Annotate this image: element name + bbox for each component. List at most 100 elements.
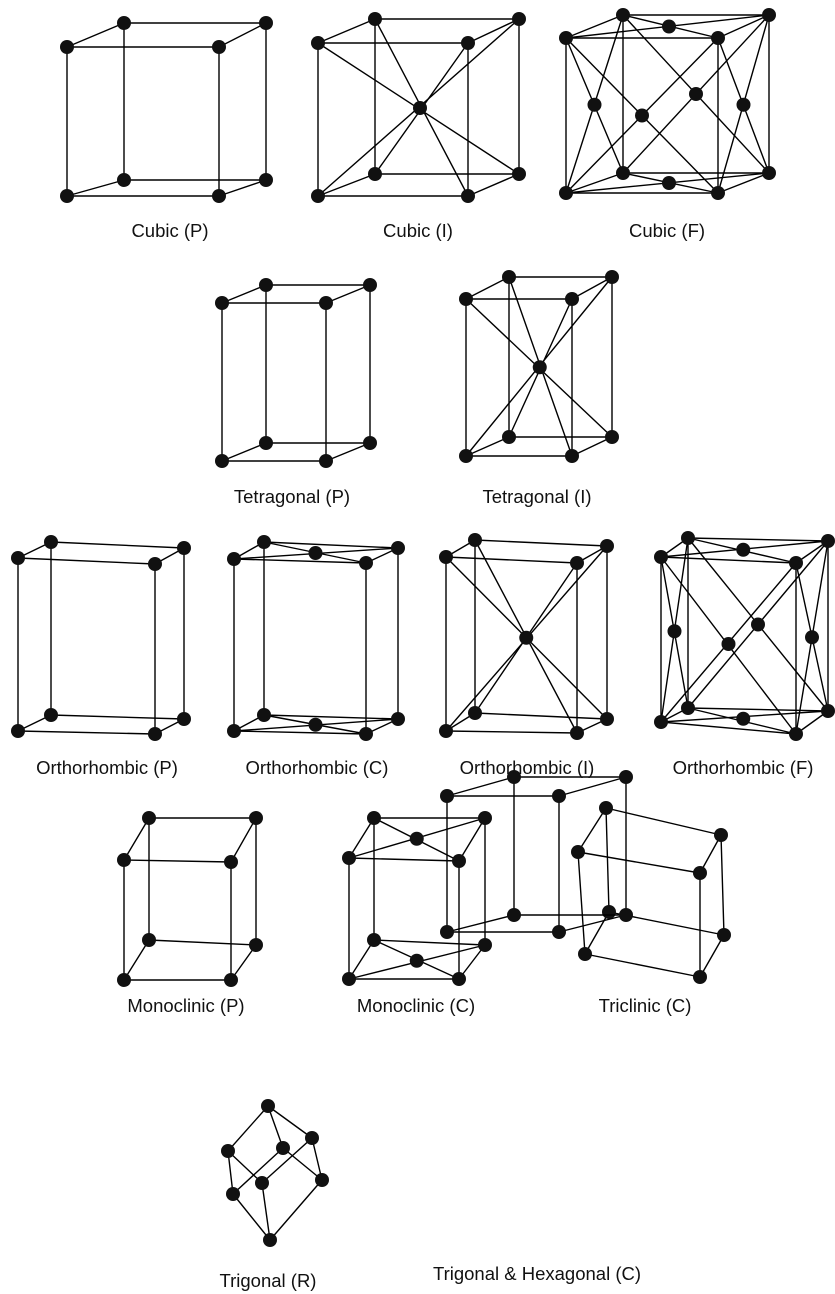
- cell-edge: [221, 442, 267, 462]
- label-cubic-p: Cubic (P): [131, 220, 208, 241]
- cell-edge: [221, 284, 267, 304]
- lattice-point: [571, 845, 585, 859]
- cell-edge: [261, 1182, 271, 1241]
- lattice-point: [599, 801, 613, 815]
- lattice-point: [224, 973, 238, 987]
- lattice-point: [342, 851, 356, 865]
- lattice-point: [736, 542, 751, 557]
- label-tetragonal-p: Tetragonal (P): [234, 486, 350, 507]
- cell-edge: [467, 173, 520, 197]
- cell-edge: [267, 1105, 313, 1139]
- lattice-point: [148, 557, 162, 571]
- cell-monoclinic-c: [342, 811, 492, 986]
- lattice-point: [363, 278, 377, 292]
- lattice-point: [391, 541, 405, 555]
- lattice-point: [762, 166, 776, 180]
- cell-edge: [230, 944, 257, 981]
- lattice-point: [311, 36, 325, 50]
- lattice-point: [215, 454, 229, 468]
- label-cubic-f: Cubic (F): [629, 220, 705, 241]
- label-trigonal-hexagonal-c: Trigonal & Hexagonal (C): [433, 1263, 641, 1284]
- cell-edge: [218, 22, 267, 48]
- lattice-point: [359, 556, 373, 570]
- lattice-point: [565, 449, 579, 463]
- cell-edge: [267, 1105, 284, 1149]
- cell-edge: [348, 939, 375, 980]
- lattice-point: [512, 167, 526, 181]
- lattice-point: [654, 715, 668, 729]
- cell-edge: [699, 834, 722, 874]
- cell-cubic-i: [311, 12, 526, 203]
- lattice-point: [570, 726, 584, 740]
- cell-edge: [348, 817, 375, 859]
- lattice-point: [559, 31, 573, 45]
- cell-edge: [233, 730, 367, 735]
- lattice-point: [468, 706, 482, 720]
- cell-tetragonal-i: [459, 270, 619, 463]
- lattice-point: [117, 973, 131, 987]
- lattice-point: [368, 12, 382, 26]
- cell-edge: [584, 911, 610, 955]
- cell-edge: [66, 179, 125, 197]
- lattice-point: [363, 436, 377, 450]
- cell-orthorhombic-p: [11, 535, 191, 741]
- lattice-point: [714, 828, 728, 842]
- cell-edge: [467, 18, 520, 44]
- cell-edge: [232, 1193, 271, 1241]
- lattice-point: [452, 854, 466, 868]
- cell-edge: [123, 859, 232, 863]
- cell-edge: [311, 1137, 323, 1181]
- lattice-point: [440, 925, 454, 939]
- label-tetragonal-i: Tetragonal (I): [483, 486, 592, 507]
- lattice-point: [117, 853, 131, 867]
- lattice-point: [461, 189, 475, 203]
- lattice-point: [693, 866, 707, 880]
- lattice-point: [502, 270, 516, 284]
- lattice-point: [605, 270, 619, 284]
- lattice-point: [226, 1187, 240, 1201]
- lattice-point: [44, 535, 58, 549]
- cell-edge: [717, 14, 770, 39]
- lattice-point: [319, 296, 333, 310]
- cell-edge: [558, 776, 627, 797]
- lattice-point: [711, 31, 725, 45]
- cell-edge: [687, 707, 829, 712]
- cell-edge: [325, 284, 371, 304]
- lattice-point: [117, 173, 131, 187]
- lattice-point: [600, 712, 614, 726]
- label-trigonal-r: Trigonal (R): [220, 1270, 317, 1291]
- lattice-point: [616, 8, 630, 22]
- lattice-point: [391, 712, 405, 726]
- cell-edge: [465, 436, 510, 457]
- lattice-point: [662, 19, 676, 34]
- cell-edge: [445, 556, 578, 564]
- lattice-point: [552, 925, 566, 939]
- cell-edge: [348, 857, 460, 862]
- cell-orthorhombic-f: [654, 531, 835, 741]
- cell-edge: [474, 712, 608, 720]
- lattice-point: [259, 436, 273, 450]
- cell-edge: [605, 807, 610, 913]
- lattice-point: [502, 430, 516, 444]
- lattice-point: [693, 970, 707, 984]
- lattice-point: [565, 292, 579, 306]
- cell-edge: [577, 851, 586, 955]
- cell-edge: [123, 939, 150, 981]
- cell-edge: [458, 817, 486, 862]
- lattice-point: [11, 724, 25, 738]
- lattice-point: [409, 953, 424, 968]
- lattice-point: [367, 811, 381, 825]
- lattice-point: [619, 770, 633, 784]
- cell-edge: [66, 22, 125, 48]
- cell-edge: [17, 730, 156, 735]
- lattice-point: [413, 101, 427, 115]
- lattice-point: [409, 831, 424, 846]
- cell-edge: [565, 14, 624, 39]
- lattice-point: [602, 905, 616, 919]
- cell-edge: [577, 807, 607, 853]
- lattice-point: [619, 908, 633, 922]
- lattice-point: [308, 717, 323, 732]
- cell-orthorhombic-i: [439, 533, 614, 740]
- label-cubic-i: Cubic (I): [383, 220, 453, 241]
- cell-edge: [558, 914, 627, 933]
